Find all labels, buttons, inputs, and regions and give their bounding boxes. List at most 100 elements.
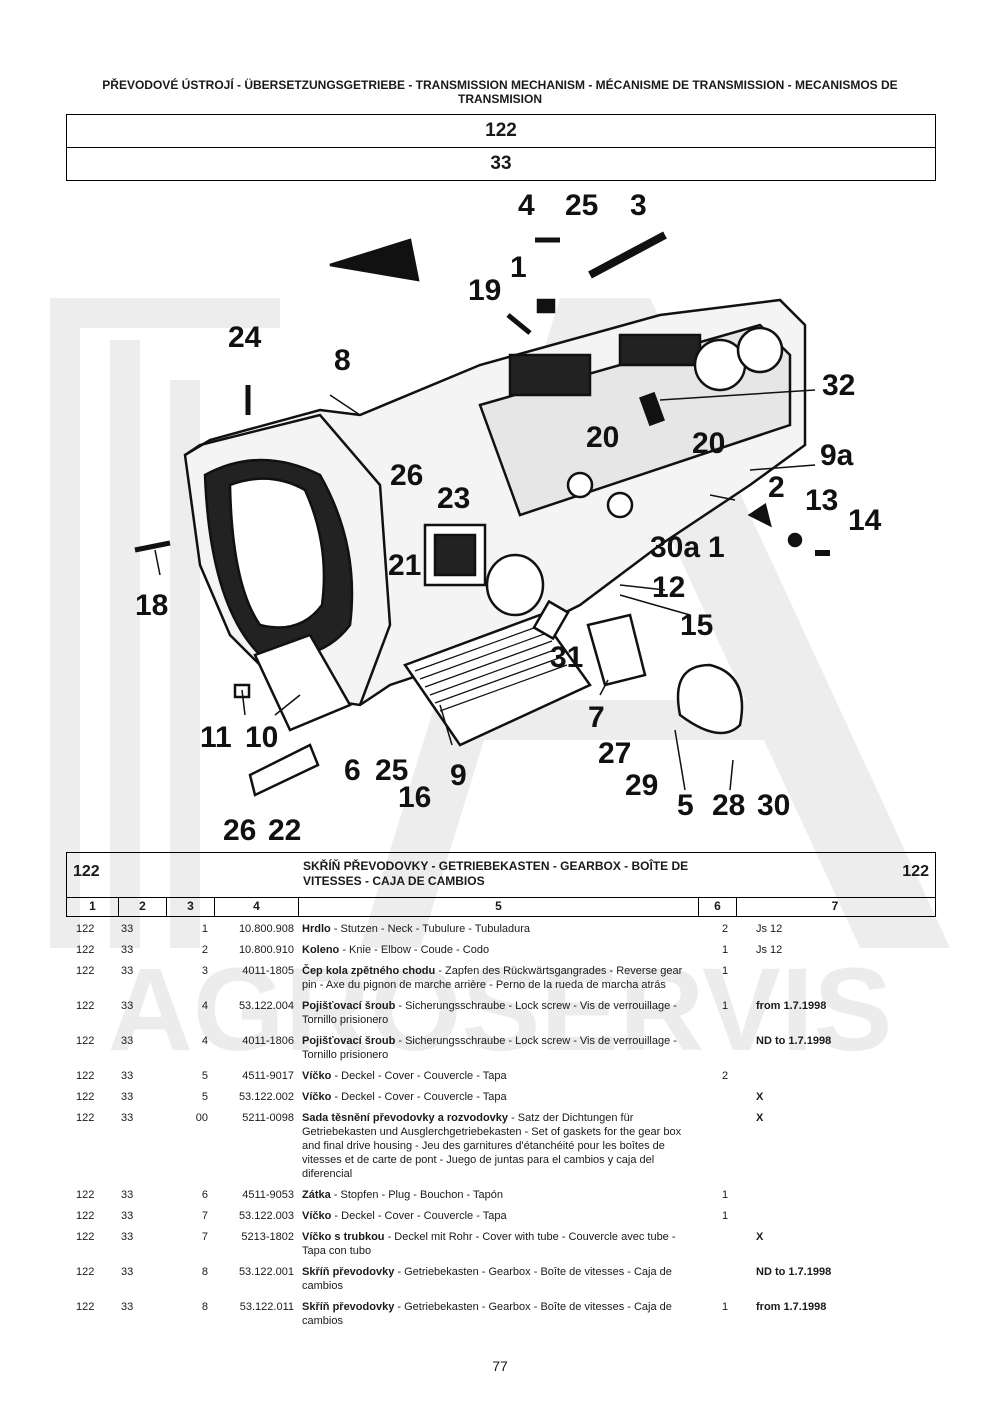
callout-9: 9 [450,759,467,792]
cell-position: 6 [201,1189,208,1201]
cell-note: X [756,1112,764,1124]
cell-quantity: 2 [721,923,729,935]
table-row: 122 33 7 5213-1802 Víčko s trubkou - Deckel … [66,1230,934,1258]
callout-23: 23 [437,482,470,515]
callout-18: 18 [135,589,168,622]
group-number-left: 122 [73,863,100,880]
cell-position: 00 [195,1112,208,1124]
cell-description: Skříň převodovky - Getriebekasten - Gear… [302,1300,692,1328]
part-name: Pojišťovací šroub [302,1035,396,1047]
cell-subgroup: 33 [121,1210,134,1222]
part-translations: - Deckel mit Rohr - Cover with tube - Co… [302,1231,676,1257]
cell-subgroup: 33 [121,1231,134,1243]
cell-position: 2 [201,944,208,956]
column-header-7: 7 [831,899,839,913]
cell-description: Víčko - Deckel - Cover - Couvercle - Tap… [302,1090,692,1104]
callout-16: 16 [398,781,431,814]
cell-note: Js 12 [756,944,783,956]
part-name: Víčko s trubkou [302,1231,385,1243]
callout-3: 3 [630,189,647,222]
cell-group: 122 [76,1000,95,1012]
cell-quantity: 1 [721,944,729,956]
cell-subgroup: 33 [121,965,134,977]
cell-quantity: 1 [721,1210,729,1222]
cell-quantity: 1 [721,1189,729,1201]
callout-5: 5 [677,789,694,822]
subgroup-number-box: 33 [66,147,936,181]
part-name: Skříň převodovky [302,1301,395,1313]
cell-group: 122 [76,1301,95,1313]
cell-quantity: 2 [721,1070,729,1082]
cell-group: 122 [76,923,95,935]
cell-description: Koleno - Knie - Elbow - Coude - Codo [302,943,692,957]
column-header-6: 6 [699,897,737,916]
cell-part-number: 10.800.910 [238,944,294,956]
callout-11: 11 [200,721,232,754]
diagram-drawing [134,231,830,797]
cell-subgroup: 33 [121,1035,134,1047]
cell-subgroup: 33 [121,1112,134,1124]
callout-32: 32 [822,369,855,402]
part-translations: - Deckel - Cover - Couvercle - Tapa [331,1091,507,1103]
part-translations: - Stopfen - Plug - Bouchon - Tapón [330,1189,503,1201]
cell-subgroup: 33 [121,1301,134,1313]
cell-position: 7 [201,1231,208,1243]
cell-part-number: 53.122.011 [239,1301,294,1313]
cell-group: 122 [76,1035,95,1047]
part-name: Koleno [302,944,340,956]
cell-group: 122 [76,1266,95,1278]
callout-15: 15 [680,609,713,642]
callout-29: 29 [625,769,658,802]
cell-quantity: 1 [721,965,729,977]
watermark-text: AGROSERVIS [108,944,893,1076]
part-name: Víčko [302,1091,332,1103]
cell-position: 4 [201,1035,208,1047]
cell-group: 122 [76,1091,95,1103]
part-translations: - Deckel - Cover - Couvercle - Tapa [331,1070,507,1082]
cell-description: Pojišťovací šroub - Sicherungsschraube -… [302,1034,692,1062]
cell-position: 7 [201,1210,208,1222]
cell-position: 4 [201,1000,208,1012]
cell-part-number: 4511-9053 [242,1189,294,1201]
gearbox-exploded-diagram: 4 25 3 1 19 24 8 32 20 20 9a 26 23 2 13 … [134,189,882,845]
cell-subgroup: 33 [121,944,134,956]
callout-28: 28 [712,789,745,822]
group-number-box: 122 [66,114,936,148]
cell-part-number: 53.122.003 [238,1210,294,1222]
cell-group: 122 [76,1210,95,1222]
part-translations: - Getriebekasten - Gearbox - Boîte de vi… [302,1266,672,1292]
callout-22: 22 [268,814,301,845]
cell-part-number: 5213-1802 [241,1231,294,1243]
part-translations: - Zapfen des Rückwärtsgangrades - Revers… [302,965,683,991]
cell-position: 3 [201,965,208,977]
cell-subgroup: 33 [121,1189,134,1201]
cell-group: 122 [76,1231,95,1243]
cell-note: from 1.7.1998 [756,1301,827,1313]
cell-part-number: 53.122.004 [238,1000,294,1012]
callout-31: 31 [550,641,583,674]
callout-13: 13 [805,484,838,517]
cell-subgroup: 33 [121,1266,134,1278]
cell-subgroup: 33 [121,1091,134,1103]
part-translations: - Stutzen - Neck - Tubulure - Tubuladura [330,923,531,935]
cell-description: Čep kola zpětného chodu - Zapfen des Rüc… [302,964,692,992]
callout-25-lower: 25 [375,754,408,787]
cell-part-number: 5211-0098 [242,1112,294,1124]
callout-21: 21 [388,549,421,582]
part-name: Víčko [302,1210,332,1222]
part-translations: - Sicherungsschraube - Lock screw - Vis … [302,1035,677,1061]
part-name: Pojišťovací šroub [302,1000,396,1012]
callout-24: 24 [228,321,262,354]
callout-30: 30 [757,789,790,822]
callout-20-right: 20 [692,427,725,460]
part-name: Sada těsnění převodovky a rozvodovky [302,1112,509,1124]
cell-position: 8 [201,1266,208,1278]
group-number-right: 122 [902,863,929,880]
part-translations: - Satz der Dichtungen für Getriebekasten… [302,1112,682,1180]
